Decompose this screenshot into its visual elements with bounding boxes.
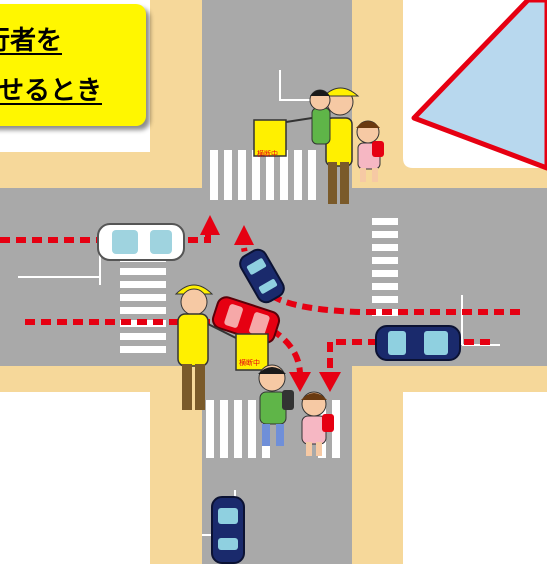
child-upper-icon — [356, 120, 384, 182]
warning-triangle-icon — [411, 0, 547, 171]
arrow-south-1 — [289, 372, 311, 392]
crossing-guard-lower-icon — [174, 284, 269, 410]
arrow-north-1 — [200, 215, 220, 235]
crosswalk-north — [210, 150, 316, 200]
flag-sign-upper-text: 横断中 — [257, 149, 278, 158]
caption-line-2: させるとき — [0, 76, 102, 106]
sidewalk-bottom-left-edge — [0, 366, 202, 564]
navy-car-east-icon — [375, 325, 461, 361]
navy-car-south-icon — [211, 496, 245, 564]
navy-car-turning-icon — [239, 248, 285, 304]
child-lower-green-icon — [258, 364, 294, 446]
caption-box: 行者を させるとき — [0, 4, 146, 126]
sidewalk-bottom-left — [0, 366, 158, 564]
sidewalk-top-left — [0, 0, 202, 188]
white-car-icon — [97, 223, 185, 261]
caption-line-1: 行者を — [0, 26, 62, 56]
arrow-south-2 — [319, 372, 341, 392]
arrow-north-2 — [234, 225, 254, 245]
flag-sign-lower-text: 横断中 — [239, 358, 260, 367]
sidewalk-bottom-right — [352, 366, 547, 564]
crossing-guard-upper-icon — [253, 87, 360, 204]
sidewalk-top-right — [352, 0, 547, 188]
child-lower-pink-icon — [301, 391, 334, 456]
